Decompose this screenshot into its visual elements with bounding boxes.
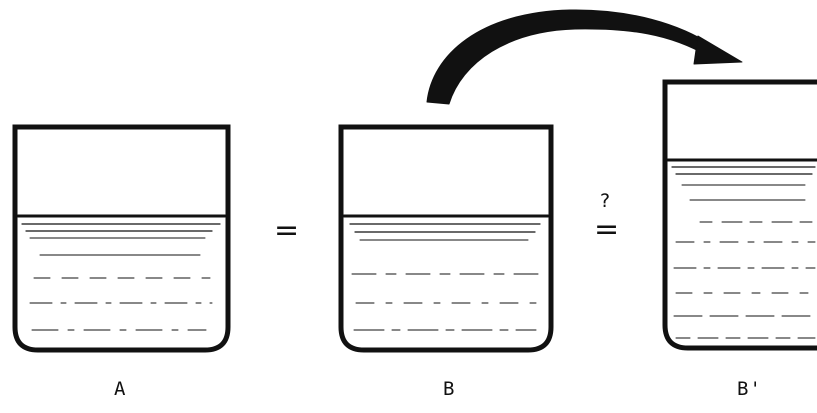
- equals-sign-second: =: [594, 212, 620, 247]
- pour-arrow-head: [693, 35, 743, 65]
- pour-arrow-body: [426, 9, 714, 105]
- beaker-b: [338, 124, 554, 353]
- label-b: B: [443, 378, 456, 400]
- label-a: A: [114, 378, 127, 400]
- beaker-b-prime: [662, 79, 817, 351]
- label-b-prime: B': [737, 378, 762, 400]
- beaker-b-prime-outline: [662, 79, 817, 351]
- question-mark: ?: [600, 190, 611, 212]
- equals-sign-first: =: [274, 213, 300, 248]
- beaker-a-outline: [12, 124, 231, 353]
- beaker-a: [12, 124, 231, 353]
- beaker-b-outline: [338, 124, 554, 353]
- pour-arrow: [426, 9, 743, 105]
